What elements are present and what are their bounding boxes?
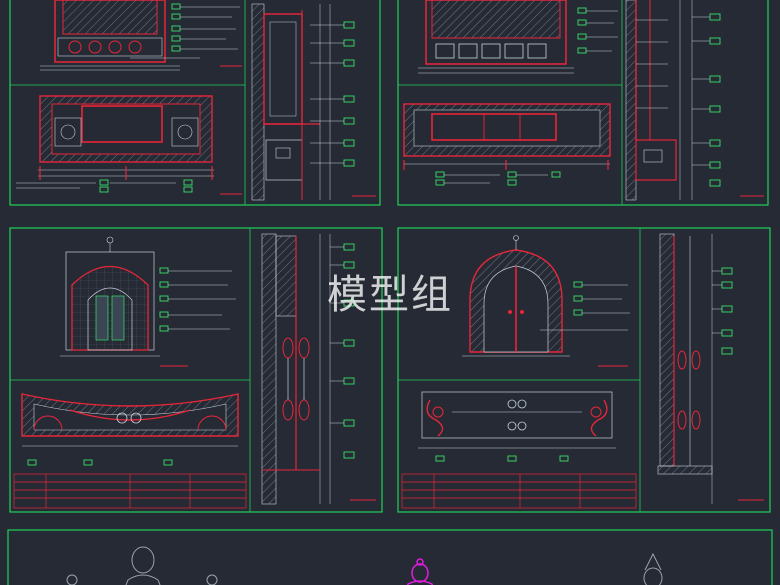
leader-lines-top xyxy=(130,6,240,59)
plan-cabinet xyxy=(38,95,214,180)
elevation-cabinet-top xyxy=(40,0,180,71)
ornate-shrine-elevation xyxy=(60,236,160,357)
table-sheet3 xyxy=(13,473,247,509)
section-column xyxy=(261,233,331,505)
scroll-plan xyxy=(418,391,616,449)
sheet-middle-left xyxy=(9,227,383,513)
section-cabinet-tall-2 xyxy=(625,0,693,201)
table-sheet4 xyxy=(401,473,637,509)
sheet-top-left xyxy=(9,0,381,206)
magenta-figure xyxy=(406,558,434,585)
curved-plan xyxy=(21,393,239,447)
sheet-bottom-strip xyxy=(7,529,773,585)
section-column-2 xyxy=(657,233,713,504)
note-boxes-plan xyxy=(99,179,193,193)
small-figure-left xyxy=(66,574,78,585)
sheet-top-right xyxy=(397,0,769,206)
small-figure-mid xyxy=(206,574,218,585)
arched-door-elevation xyxy=(462,235,570,357)
plan-cabinet-2 xyxy=(403,103,611,170)
buddha-figure-outline xyxy=(125,546,161,585)
note-boxes-top xyxy=(171,3,181,52)
title-mark-sheet1 xyxy=(220,65,242,195)
note-boxes-section1 xyxy=(343,21,355,167)
sheet-middle-right xyxy=(397,227,771,513)
elevation-cabinet-top-2 xyxy=(418,0,574,74)
deity-figure-right xyxy=(643,552,663,585)
section-cabinet-tall xyxy=(251,3,331,201)
